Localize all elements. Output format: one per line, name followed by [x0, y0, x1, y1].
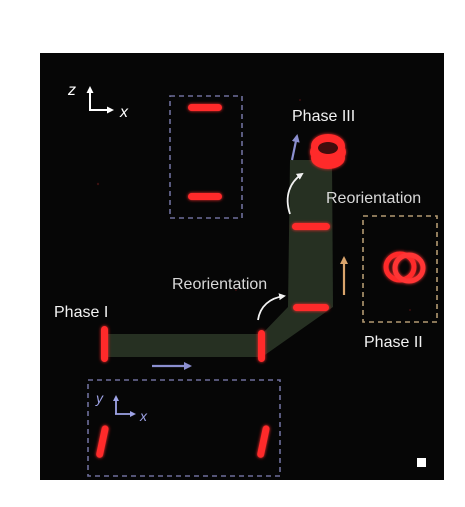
trajectory-track [104, 160, 333, 357]
label-phase2: Phase II [364, 334, 423, 351]
axis-label-x-bottom: x [139, 408, 148, 424]
inset-top-ring-upper [188, 104, 222, 111]
arrow-reorientation-lower [257, 293, 286, 321]
axis-indicator-zx: z x [67, 82, 129, 121]
inset-top-frame [169, 95, 243, 219]
ring-corner-left [258, 330, 265, 362]
ring-vertical-mid [292, 223, 330, 230]
ring-phase1-start [101, 326, 108, 362]
background-specks [96, 99, 411, 311]
track-rings [101, 223, 330, 362]
axis-label-z: z [67, 82, 76, 99]
axis-indicator-yx: y x [95, 390, 148, 424]
label-reorientation-upper: Reorientation [326, 190, 421, 207]
ring-phase3-top [310, 134, 346, 169]
arrow-blue-up [290, 134, 300, 161]
label-phase1: Phase I [54, 304, 108, 321]
inset-right-frame [362, 215, 438, 323]
arrow-reorientation-upper [286, 172, 304, 215]
inset-bottom-ring-left [96, 425, 109, 458]
inset-top-ring-lower [188, 193, 222, 200]
ring-corner-right [293, 304, 329, 311]
axis-label-x-top: x [119, 104, 129, 121]
scale-bar-marker [417, 458, 426, 467]
axis-label-y: y [95, 390, 104, 406]
inset-bottom-ring-right [257, 425, 270, 458]
label-reorientation-lower: Reorientation [172, 276, 267, 293]
inset-right-ring [383, 251, 426, 284]
label-phase3: Phase III [292, 108, 355, 125]
